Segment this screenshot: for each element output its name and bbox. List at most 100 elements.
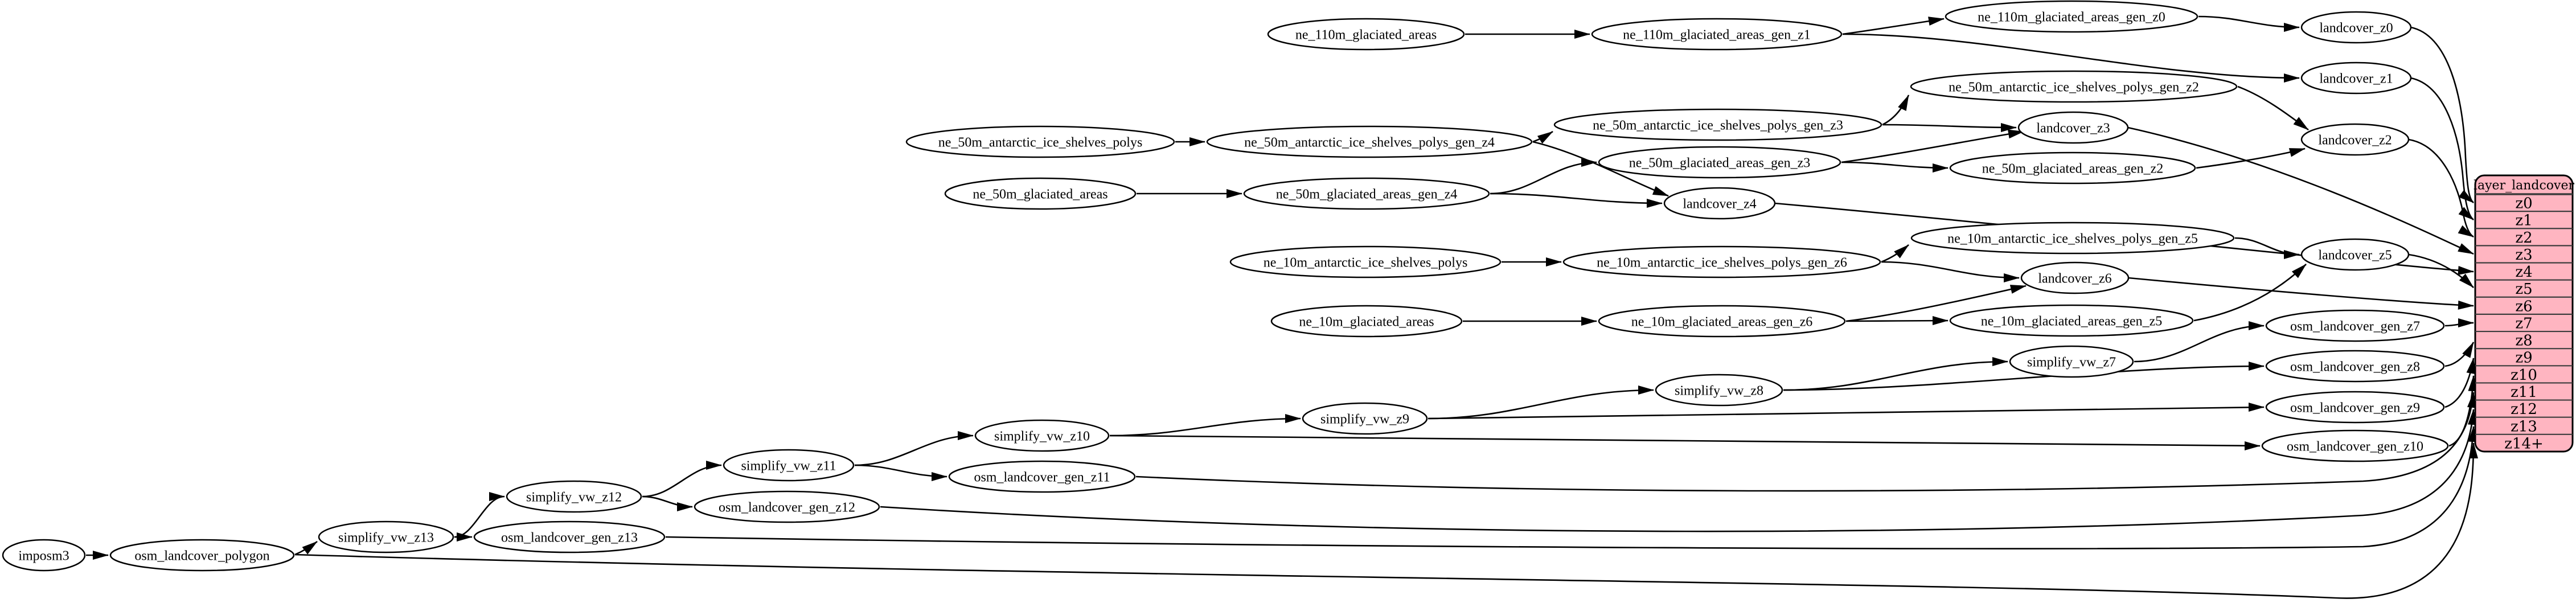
- edge-ne_110m_glaciated_areas_gen_z1-to-landcover_z1: [1842, 33, 2300, 83]
- node-ellipse: [2265, 350, 2445, 383]
- node-simplify_vw_z13: simplify_vw_z13: [318, 520, 454, 553]
- node-ellipse: [2300, 61, 2412, 95]
- node-label: osm_landcover_gen_z10: [2287, 440, 2423, 454]
- edge-ne_110m_glaciated_areas_gen_z0-to-landcover_z0: [2198, 15, 2300, 32]
- layer-table-title: layer_landcover: [2474, 179, 2575, 193]
- edge-simplify_vw_z9-to-simplify_vw_z8: [1428, 386, 1654, 420]
- node-label: osm_landcover_polygon: [134, 549, 269, 564]
- node-ellipse: [944, 177, 1137, 210]
- layer-landcover-table: layer_landcoverz0z1z2z3z4z5z6z7z8z9z10z1…: [2474, 174, 2575, 453]
- node-imposm3: imposm3: [2, 539, 86, 572]
- node-label: osm_landcover_gen_z12: [719, 501, 855, 515]
- node-ne_10m_antarctic_ice_shelves_polys_gen_z6: ne_10m_antarctic_ice_shelves_polys_gen_z…: [1562, 245, 1881, 278]
- edge-layer: [85, 15, 2478, 599]
- node-ellipse: [2300, 238, 2410, 271]
- edge-simplify_vw_z11-to-osm_landcover_gen_z11: [854, 464, 947, 481]
- table-row-z8: z8: [2515, 333, 2532, 350]
- node-label: landcover_z3: [2036, 121, 2110, 136]
- node-label: osm_landcover_gen_z7: [2290, 319, 2420, 334]
- edge-osm_landcover_gen_z10-to-table-z10: [2448, 375, 2477, 447]
- table-row-z11: z11: [2511, 384, 2537, 401]
- edge-ne_50m_antarctic_ice_shelves_polys_gen_z3-to-landcover_z3: [1882, 122, 2017, 132]
- edge-ne_10m_glaciated_areas_gen_z6-to-landcover_z6: [1845, 285, 2027, 322]
- table-row-z12: z12: [2511, 401, 2537, 418]
- node-ellipse: [1655, 374, 1783, 407]
- edge-ne_10m_glaciated_areas_gen_z5-to-landcover_z5: [2193, 264, 2307, 322]
- node-ellipse: [1910, 70, 2238, 103]
- node-ellipse: [1598, 305, 1846, 338]
- table-row-z14+: z14+: [2504, 435, 2544, 452]
- node-ellipse: [1663, 187, 1776, 220]
- edge-ne_50m_glaciated_areas_gen_z2-to-landcover_z2: [2196, 147, 2306, 169]
- edge-landcover_z2-to-table-z2: [2408, 138, 2474, 238]
- edge-ne_50m_glaciated_areas_gen_z3-to-landcover_z3: [1841, 129, 2024, 163]
- node-osm_landcover_gen_z12: osm_landcover_gen_z12: [694, 490, 880, 523]
- edge-osm_landcover_gen_z11-to-table-z11: [1135, 392, 2476, 492]
- edge-landcover_z5-to-table-z5: [2408, 253, 2474, 288]
- node-ne_50m_glaciated_areas: ne_50m_glaciated_areas: [944, 177, 1137, 210]
- node-landcover_z2: landcover_z2: [2300, 123, 2410, 156]
- node-label: ne_10m_glaciated_areas: [1299, 315, 1434, 330]
- edge-simplify_vw_z12-to-osm_landcover_gen_z12: [642, 495, 693, 511]
- node-ellipse: [1553, 108, 1882, 141]
- node-ellipse: [2265, 391, 2445, 424]
- node-label: ne_50m_antarctic_ice_shelves_polys_gen_z…: [1244, 136, 1495, 150]
- table-row-z4: z4: [2515, 264, 2532, 281]
- table-row-z6: z6: [2515, 298, 2532, 315]
- node-landcover_z6: landcover_z6: [2020, 261, 2130, 294]
- node-label: ne_50m_glaciated_areas: [973, 187, 1107, 202]
- node-osm_landcover_gen_z13: osm_landcover_gen_z13: [473, 520, 666, 553]
- node-ellipse: [1270, 305, 1463, 338]
- node-ellipse: [1229, 245, 1502, 278]
- node-ellipse: [318, 520, 454, 553]
- node-ellipse: [473, 520, 666, 553]
- node-ellipse: [1302, 402, 1428, 435]
- edge-ne_10m_antarctic_ice_shelves_polys_gen_z6-to-landcover_z6: [1881, 261, 2020, 282]
- edge-osm_landcover_gen_z13-to-table-z13: [665, 426, 2477, 550]
- edge-simplify_vw_z10-to-osm_landcover_gen_z10: [1109, 434, 2261, 450]
- edge-simplify_vw_z8-to-osm_landcover_gen_z8: [1783, 362, 2265, 391]
- edge-landcover_z1-to-table-z1: [2410, 77, 2474, 221]
- node-label: osm_landcover_gen_z13: [501, 531, 638, 546]
- node-simplify_vw_z12: simplify_vw_z12: [506, 480, 642, 513]
- table-row-z0: z0: [2515, 195, 2532, 212]
- node-ne_50m_antarctic_ice_shelves_polys_gen_z4: ne_50m_antarctic_ice_shelves_polys_gen_z…: [1206, 125, 1533, 158]
- node-label: landcover_z6: [2038, 272, 2111, 286]
- node-label: osm_landcover_gen_z8: [2290, 360, 2420, 375]
- node-label: simplify_vw_z9: [1320, 412, 1409, 427]
- node-ne_50m_antarctic_ice_shelves_polys_gen_z3: ne_50m_antarctic_ice_shelves_polys_gen_z…: [1553, 108, 1882, 141]
- node-ne_10m_glaciated_areas: ne_10m_glaciated_areas: [1270, 305, 1463, 338]
- node-ellipse: [1598, 146, 1841, 179]
- node-ne_10m_antarctic_ice_shelves_polys_gen_z5: ne_10m_antarctic_ice_shelves_polys_gen_z…: [1910, 222, 2235, 255]
- node-ne_50m_glaciated_areas_gen_z2: ne_50m_glaciated_areas_gen_z2: [1949, 151, 2196, 184]
- table-row-z3: z3: [2515, 247, 2532, 264]
- node-ellipse: [109, 539, 295, 572]
- edge-osm_landcover_polygon-to-simplify_vw_z13: [294, 540, 318, 556]
- node-osm_landcover_gen_z8: osm_landcover_gen_z8: [2265, 350, 2445, 383]
- edge-osm_landcover_polygon-to-table-z14+: [294, 442, 2478, 599]
- node-simplify_vw_z10: simplify_vw_z10: [974, 419, 1110, 452]
- node-label: ne_10m_antarctic_ice_shelves_polys: [1264, 256, 1468, 270]
- node-ellipse: [1945, 0, 2198, 33]
- node-osm_landcover_gen_z10: osm_landcover_gen_z10: [2261, 429, 2449, 462]
- node-ellipse: [1949, 151, 2196, 184]
- edge-landcover_z6-to-table-z6: [2128, 277, 2474, 310]
- node-osm_landcover_polygon: osm_landcover_polygon: [109, 539, 295, 572]
- node-ellipse: [2017, 111, 2129, 144]
- node-ellipse: [948, 460, 1136, 493]
- node-ellipse: [1243, 177, 1490, 210]
- table-row-z1: z1: [2515, 212, 2532, 229]
- node-layer: imposm3 osm_landcover_polygon simplify_vw_…: [2, 0, 2449, 572]
- node-ne_50m_glaciated_areas_gen_z4: ne_50m_glaciated_areas_gen_z4: [1243, 177, 1490, 210]
- node-ellipse: [506, 480, 642, 513]
- node-ellipse: [1591, 18, 1843, 51]
- node-label: ne_110m_glaciated_areas_gen_z0: [1978, 10, 2165, 25]
- node-label: simplify_vw_z7: [2027, 355, 2116, 370]
- edge-ne_50m_antarctic_ice_shelves_polys_gen_z3-to-ne_50m_antarctic_ice_shelves_polys_gen_z2: [1882, 95, 1910, 126]
- node-simplify_vw_z8: simplify_vw_z8: [1655, 374, 1783, 407]
- node-label: simplify_vw_z11: [741, 459, 836, 474]
- table-row-z13: z13: [2511, 418, 2537, 435]
- edge-ne_110m_glaciated_areas_gen_z1-to-ne_110m_glaciated_areas_gen_z0: [1842, 17, 1945, 35]
- node-ne_50m_antarctic_ice_shelves_polys_gen_z2: ne_50m_antarctic_ice_shelves_polys_gen_z…: [1910, 70, 2238, 103]
